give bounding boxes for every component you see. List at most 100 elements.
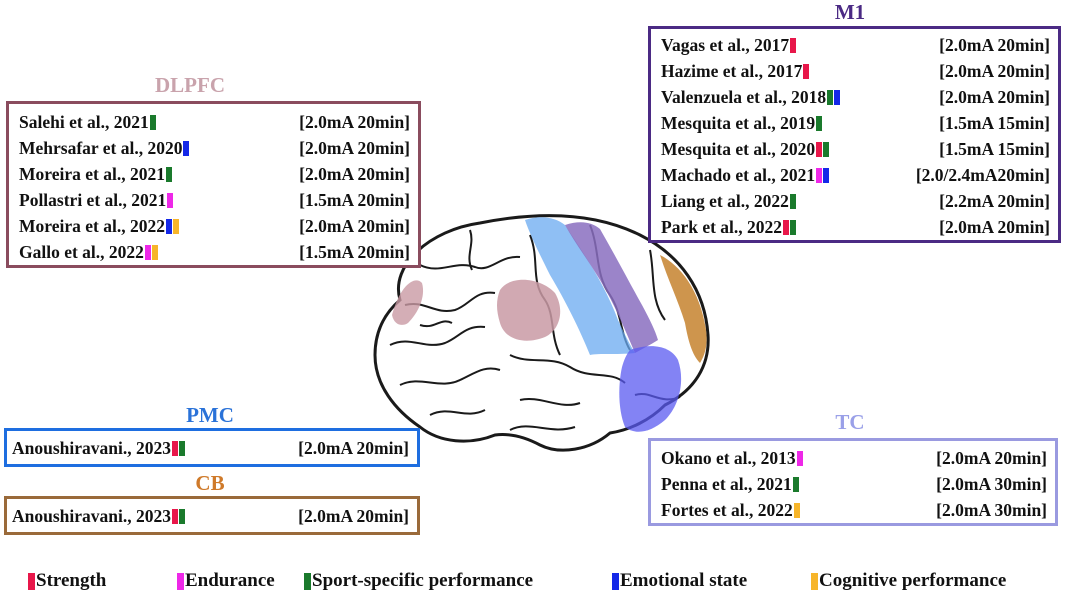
study-citation: Valenzuela et al., 2018	[661, 87, 827, 107]
study-citation: Mehrsafar et al., 2020	[19, 138, 183, 158]
study-row: Park et al., 2022 [2.0mA 20min]	[651, 214, 1058, 240]
legend-swatch	[28, 572, 35, 590]
study-citation: Moreira et al., 2022	[19, 216, 165, 236]
cb-title: CB	[195, 471, 225, 495]
study-name: Anoushiravani., 2023	[12, 503, 185, 529]
legend-item-cognitive: Cognitive performance	[811, 570, 1006, 592]
study-citation: Machado et al., 2021	[661, 165, 816, 185]
study-name: Mesquita et al., 2019	[661, 110, 823, 136]
study-row: Okano et al., 2013 [2.0mA 20min]	[651, 445, 1055, 471]
dlpfc-title: DLPFC	[155, 73, 225, 97]
tag-sport	[816, 115, 823, 131]
study-row: Mehrsafar et al., 2020 [2.0mA 20min]	[9, 135, 418, 161]
study-row: Anoushiravani., 2023 [2.0mA 20min]	[7, 435, 417, 461]
study-citation: Liang et al., 2022	[661, 191, 789, 211]
study-dose: [2.0mA 20min]	[299, 138, 410, 158]
study-name: Pollastri et al., 2021	[19, 187, 174, 213]
cb-box: Anoushiravani., 2023 [2.0mA 20min]	[4, 496, 420, 535]
tag-sport	[149, 114, 156, 130]
study-citation: Mesquita et al., 2019	[661, 113, 816, 133]
study-name: Okano et al., 2013	[661, 445, 803, 471]
study-dose: [2.2mA 20min]	[939, 191, 1050, 211]
study-dose: [2.0mA 20min]	[936, 448, 1047, 468]
outcome-tags	[790, 37, 797, 53]
outcome-tags	[144, 244, 158, 260]
study-row: Salehi et al., 2021[2.0mA 20min]	[9, 109, 418, 135]
tag-endurance	[144, 244, 151, 260]
outcome-tags	[816, 167, 830, 183]
study-name: Machado et al., 2021	[661, 162, 830, 188]
tag-sport	[179, 508, 185, 524]
dlpfc-box: Salehi et al., 2021[2.0mA 20min]Mehrsafa…	[6, 101, 421, 268]
m1-title: M1	[834, 0, 866, 24]
study-dose: [2.0mA 20min]	[298, 506, 409, 526]
study-name: Salehi et al., 2021	[19, 109, 156, 135]
study-row: Moreira et al., 2022[2.0mA 20min]	[9, 213, 418, 239]
tag-emotional	[183, 140, 190, 156]
study-citation: Moreira et al., 2021	[19, 164, 165, 184]
outcome-tags	[172, 440, 185, 456]
pmc-area	[525, 217, 635, 355]
study-citation: Park et al., 2022	[661, 217, 783, 237]
tag-endurance	[816, 167, 823, 183]
study-dose: [2.0mA 20min]	[298, 438, 409, 458]
tc-box: Okano et al., 2013 [2.0mA 20min] Penna et …	[648, 438, 1058, 526]
tc-title: TC	[835, 410, 865, 434]
outcome-tags	[827, 89, 841, 105]
tag-endurance	[167, 192, 174, 208]
study-row: Fortes et al., 2022 [2.0mA 30min]	[651, 497, 1055, 523]
outcome-tags	[816, 141, 830, 157]
tag-sport	[165, 166, 172, 182]
brain-illustration	[373, 214, 710, 452]
study-name: Fortes et al., 2022	[661, 497, 800, 523]
outcome-tags	[796, 450, 803, 466]
outcome-tags	[149, 114, 156, 130]
outcome-tags	[183, 140, 190, 156]
legend-item-strength: Strength	[28, 570, 106, 592]
study-citation: Gallo et al., 2022	[19, 242, 144, 262]
pmc-title: PMC	[186, 403, 234, 427]
study-citation: Anoushiravani., 2023	[12, 506, 171, 526]
study-name: Mehrsafar et al., 2020	[19, 135, 190, 161]
study-row: Vagas et al., 2017 [2.0mA 20min]	[651, 32, 1058, 58]
legend-item-sport: Sport-specific performance	[304, 570, 533, 592]
tag-emotional	[165, 218, 172, 234]
study-name: Mesquita et al., 2020	[661, 136, 830, 162]
tag-sport	[789, 193, 796, 209]
tag-sport	[790, 219, 797, 235]
dlpfc-area-front	[392, 280, 424, 325]
study-row: Anoushiravani., 2023 [2.0mA 20min]	[7, 503, 417, 529]
outcome-tags	[783, 219, 797, 235]
tag-strength	[790, 37, 797, 53]
legend-label: Sport-specific performance	[312, 570, 534, 591]
study-name: Liang et al., 2022	[661, 188, 796, 214]
m1-box: Vagas et al., 2017 [2.0mA 20min] Hazime et…	[648, 26, 1061, 243]
tag-sport	[179, 440, 185, 456]
study-citation: Penna et al., 2021	[661, 474, 792, 494]
legend-label: Cognitive performance	[819, 570, 1007, 591]
tag-strength	[172, 508, 178, 524]
study-citation: Vagas et al., 2017	[661, 35, 790, 55]
study-citation: Hazime et al., 2017	[661, 61, 803, 81]
outcome-tags	[792, 476, 799, 492]
study-row: Valenzuela et al., 2018[2.0mA 20min]	[651, 84, 1058, 110]
legend-swatch	[612, 572, 619, 590]
m1-area	[565, 222, 658, 353]
study-citation: Pollastri et al., 2021	[19, 190, 167, 210]
pmc-box: Anoushiravani., 2023 [2.0mA 20min]	[4, 428, 420, 467]
study-dose: [1.5mA 15min]	[939, 113, 1050, 133]
legend-label: Emotional state	[620, 570, 748, 591]
study-row: Liang et al., 2022 [2.2mA 20min]	[651, 188, 1058, 214]
study-name: Moreira et al., 2022	[19, 213, 179, 239]
legend-swatch	[177, 572, 184, 590]
study-citation: Fortes et al., 2022	[661, 500, 793, 520]
study-row: Moreira et al., 2021[2.0mA 20min]	[9, 161, 418, 187]
tag-sport	[823, 141, 830, 157]
tag-cognitive	[151, 244, 158, 260]
study-name: Anoushiravani., 2023	[12, 435, 185, 461]
study-dose: [2.0mA 20min]	[939, 217, 1050, 237]
study-dose: [2.0mA 20min]	[939, 35, 1050, 55]
study-dose: [2.0mA 30min]	[936, 500, 1047, 520]
study-name: Valenzuela et al., 2018	[661, 84, 841, 110]
outcome-tags	[789, 193, 796, 209]
